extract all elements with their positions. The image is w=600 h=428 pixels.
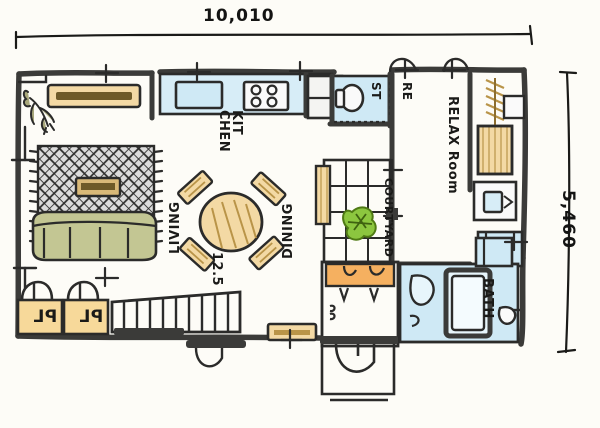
dining-chairs: [177, 170, 287, 272]
desk: [472, 180, 518, 222]
kitchen-counter: [158, 72, 334, 116]
cooktop: [242, 80, 290, 112]
relax-side-window: [502, 94, 526, 120]
entry-deck: [320, 260, 400, 348]
courtyard-tree: [342, 206, 377, 241]
potted-plant-living: [22, 89, 55, 135]
entry-porch: [320, 343, 396, 402]
deck-bench: [266, 322, 318, 342]
kitchen-partition: [149, 70, 309, 121]
courtyard: [322, 158, 392, 264]
door-threshold: [320, 336, 398, 344]
door-swing-arcs: [388, 57, 470, 73]
toilet-room: [330, 74, 392, 126]
coffee-table: [74, 176, 122, 198]
bath-fixture: [497, 305, 520, 325]
tv-console: [46, 83, 142, 109]
courtyard-shelf: [314, 164, 332, 226]
sofa: [31, 210, 158, 262]
dining-table: [198, 191, 264, 253]
bathroom: [398, 262, 520, 344]
bench-slats: [110, 290, 242, 335]
wall-tick-marks-bottom: [94, 266, 304, 350]
bed: [476, 78, 514, 176]
floor-sill: [186, 340, 246, 368]
lounge-chairs: [16, 280, 110, 336]
wall-notch-left: [10, 74, 48, 294]
dimension-line-right: [556, 70, 578, 354]
wall-junction-marker: [386, 208, 398, 220]
wall-tick-marks-top: [94, 58, 467, 84]
dimension-line-top: [14, 24, 534, 50]
